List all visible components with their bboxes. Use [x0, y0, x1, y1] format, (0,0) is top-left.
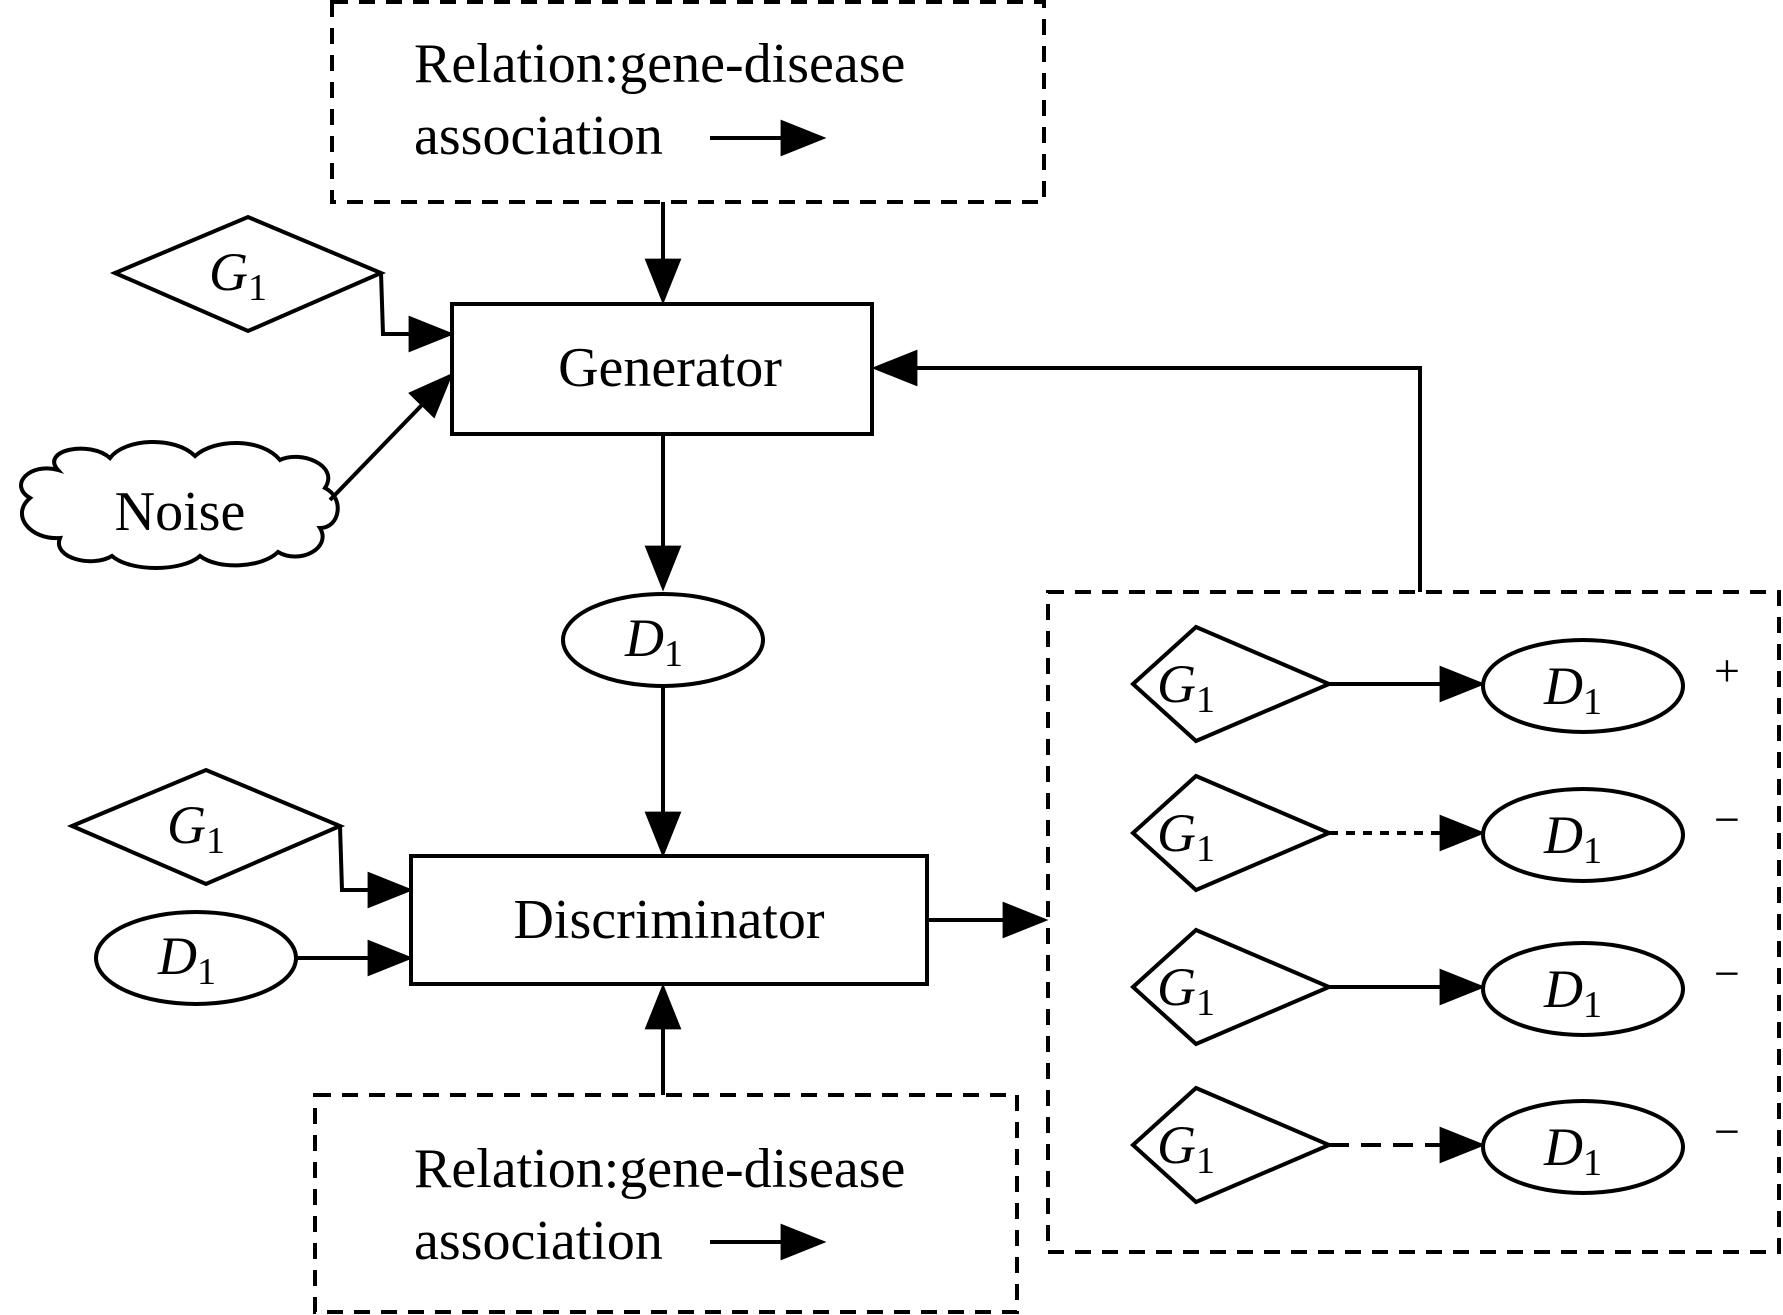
disease-node-generated: D1: [561, 592, 765, 688]
svg-text:D1: D1: [1543, 656, 1602, 723]
discriminator-box: Discriminator: [409, 854, 929, 986]
pair-sign: −: [1714, 794, 1740, 845]
gene-symbol: G: [1157, 957, 1196, 1017]
generator-label: Generator: [558, 337, 782, 399]
relation-box-top-line2: association: [414, 105, 663, 167]
gene-subscript: 1: [1196, 982, 1215, 1024]
gene-to-discriminator-arrow: [338, 825, 414, 909]
gene-symbol: G: [209, 242, 248, 302]
relation-box-bottom-line1: Relation:gene-disease: [414, 1138, 905, 1200]
svg-text:G1: G1: [209, 242, 267, 309]
gene-symbol: G: [1157, 654, 1196, 714]
relation-box-bottom: Relation:gene-disease association: [313, 1093, 1019, 1314]
svg-text:G1: G1: [1157, 803, 1215, 870]
svg-text:D1: D1: [1543, 805, 1602, 872]
disease-node-discriminator-input: D1: [94, 910, 298, 1006]
disease-subscript: 1: [1583, 830, 1602, 872]
gene-node-generator-input: G1: [109, 214, 387, 334]
noise-cloud: Noise: [19, 439, 340, 570]
svg-text:G1: G1: [167, 795, 225, 862]
gene-subscript: 1: [1196, 1140, 1215, 1182]
feedback-to-generator-arrow: [871, 349, 1422, 592]
pair-disease-node: D1: [1481, 638, 1685, 734]
pair-disease-node: D1: [1481, 787, 1685, 883]
pair-disease-node: D1: [1481, 1099, 1685, 1195]
disease-subscript: 1: [1583, 984, 1602, 1026]
pair-sign: −: [1714, 1106, 1740, 1157]
svg-text:G1: G1: [1157, 654, 1215, 721]
disease-subscript: 1: [664, 633, 683, 675]
pair-disease-node: D1: [1481, 941, 1685, 1037]
svg-text:D1: D1: [624, 608, 683, 675]
disease-symbol: D: [157, 926, 197, 986]
noise-label: Noise: [115, 481, 246, 543]
relation-box-bottom-line2: association: [414, 1210, 663, 1272]
svg-text:D1: D1: [157, 926, 216, 993]
relation-box-top-line1: Relation:gene-disease: [414, 33, 905, 95]
gene-node-discriminator-input: G1: [66, 767, 346, 887]
generator-box: Generator: [450, 302, 874, 436]
noise-to-generator-arrow: [328, 372, 454, 502]
svg-text:G1: G1: [1157, 957, 1215, 1024]
gene-symbol: G: [1157, 803, 1196, 863]
disease-symbol: D: [1543, 959, 1583, 1019]
disease-subscript: 1: [1583, 681, 1602, 723]
disease-subscript: 1: [197, 951, 216, 993]
pair-sign: −: [1714, 948, 1740, 999]
gene-subscript: 1: [1196, 679, 1215, 721]
discriminator-label: Discriminator: [513, 889, 824, 951]
disease-symbol: D: [1543, 656, 1583, 716]
gene-subscript: 1: [1196, 828, 1215, 870]
gene-to-generator-arrow: [379, 272, 455, 353]
svg-text:G1: G1: [1157, 1115, 1215, 1182]
svg-text:D1: D1: [1543, 1117, 1602, 1184]
pair-gene-node: G1: [1130, 927, 1335, 1047]
gene-symbol: G: [1157, 1115, 1196, 1175]
pair-gene-node: G1: [1130, 624, 1335, 744]
pair-gene-node: G1: [1130, 773, 1335, 893]
disease-symbol: D: [624, 608, 664, 668]
gene-subscript: 1: [248, 267, 267, 309]
svg-text:D1: D1: [1543, 959, 1602, 1026]
pair-sign: +: [1714, 645, 1740, 696]
disease-subscript: 1: [1583, 1142, 1602, 1184]
disease-symbol: D: [1543, 805, 1583, 865]
relation-box-top: Relation:gene-disease association: [330, 0, 1046, 204]
gene-symbol: G: [167, 795, 206, 855]
results-box: [1046, 590, 1781, 1254]
pair-gene-node: G1: [1130, 1085, 1335, 1205]
gene-subscript: 1: [206, 820, 225, 862]
disease-symbol: D: [1543, 1117, 1583, 1177]
